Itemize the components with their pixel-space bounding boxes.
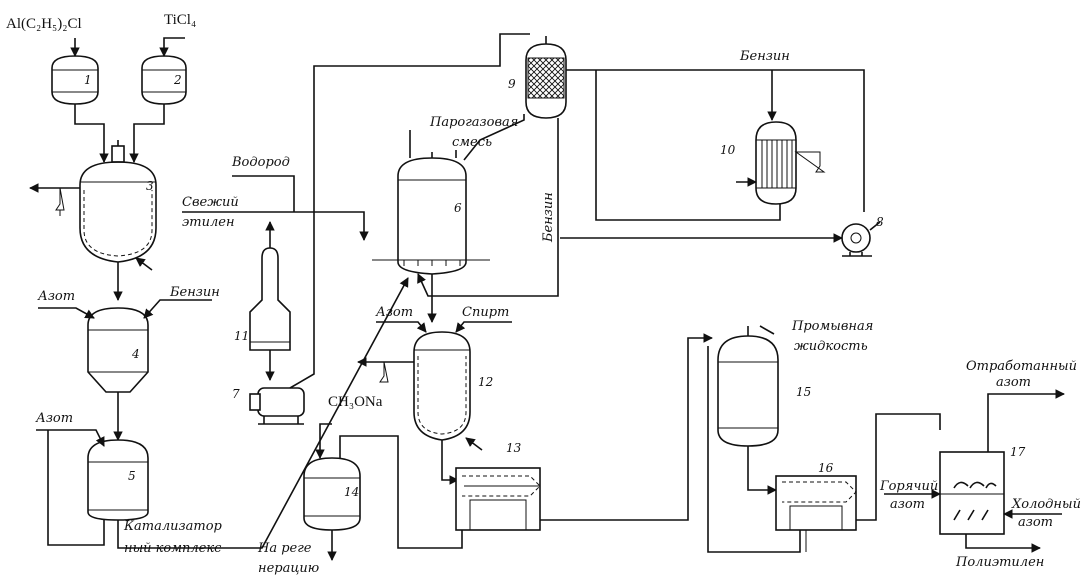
reactor-3-valve — [55, 187, 65, 216]
vessel-2-feed-line — [159, 37, 185, 57]
centrifuge-13 — [455, 467, 541, 531]
wash-liquid-label-2: жидкость — [794, 339, 868, 354]
equipment-number-5: 5 — [128, 469, 136, 483]
cold-nitrogen-label-2: азот — [1018, 515, 1053, 530]
reagent-al-label: Al(C₂H₅)₂Cl — [6, 16, 82, 32]
hot-nitrogen-label-2: азот — [890, 497, 925, 512]
reactor-6 — [372, 130, 490, 275]
nitrogen-4-label: Азот — [37, 289, 75, 304]
equipment-number-6: 6 — [454, 201, 462, 215]
equipment-number-15: 15 — [796, 385, 811, 399]
cooler-bypass-line — [595, 70, 781, 221]
spent-nitrogen-line — [987, 389, 1065, 452]
pump-8 — [841, 223, 872, 257]
benzine-top-label: Бензин — [739, 49, 790, 64]
line-15-to-16 — [747, 446, 777, 495]
equipment-number-2: 2 — [173, 73, 182, 87]
cold-nitrogen-label-1: Холодный — [1011, 497, 1081, 512]
vessel-12-valve — [379, 361, 389, 383]
line-16-to-17 — [856, 413, 941, 521]
benzine-return-line — [566, 69, 865, 212]
compressor-7 — [249, 387, 305, 425]
separator-11 — [249, 247, 291, 351]
polyethylene-label: Полиэтилен — [955, 555, 1044, 570]
pump-8-discharge — [869, 221, 881, 231]
nitrogen-line-4 — [38, 307, 95, 319]
equipment-number-10: 10 — [720, 143, 736, 157]
reagent-methoxide-label: CH₃ONa — [328, 394, 383, 410]
vessel-14 — [303, 457, 361, 531]
benzine-to-6 — [417, 118, 559, 297]
line-12-to-13 — [441, 440, 459, 485]
spent-nitrogen-label-2: азот — [996, 375, 1031, 390]
wash-liquid-line — [759, 325, 775, 335]
equipment-number-12: 12 — [478, 375, 493, 389]
nitrogen-5-label: Азот — [35, 411, 73, 426]
equipment-number-1: 1 — [84, 73, 92, 87]
hydrogen-line — [232, 175, 295, 212]
fresh-ethylene-label-1: Свежий — [182, 195, 239, 210]
regeneration-label-2: нерацию — [258, 561, 319, 576]
equipment-number-17: 17 — [1010, 445, 1026, 459]
spent-nitrogen-label-1: Отработанный — [966, 359, 1077, 374]
vessel-1-tank — [51, 55, 99, 105]
line-1-to-3 — [74, 104, 109, 163]
line-13-to-15 — [540, 333, 713, 521]
polyethylene-outlet — [965, 534, 1041, 553]
benzine-4-label: Бензин — [169, 285, 220, 300]
line-16-wash-return — [707, 346, 801, 553]
vessel-5 — [87, 439, 149, 521]
wash-liquid-label-1: Промывная — [791, 319, 873, 334]
equipment-number-8: 8 — [876, 215, 884, 229]
centrifuge-16 — [775, 475, 857, 531]
equipment-number-3: 3 — [146, 179, 154, 193]
vessel-15 — [717, 326, 779, 447]
line-13-to-14 — [339, 435, 463, 549]
benzine-vertical-label: Бензин — [541, 192, 556, 243]
cooler-10 — [755, 121, 797, 205]
vapor-gas-label-1: Парогазовая — [429, 115, 518, 130]
equipment-number-14: 14 — [344, 485, 359, 499]
equipment-number-7: 7 — [232, 387, 240, 401]
hydrogen-label: Водород — [231, 155, 290, 170]
methoxide-feed-line — [315, 423, 332, 459]
reactor-3 — [79, 140, 157, 263]
alcohol-line-12 — [455, 321, 512, 333]
vessel-5-return-line — [47, 430, 105, 546]
fresh-ethylene-line — [182, 211, 369, 241]
hot-nitrogen-label-1: Горячий — [879, 479, 938, 494]
catalyst-line-to-6 — [117, 277, 409, 549]
benzine-line-4 — [143, 299, 212, 319]
equipment-number-9: 9 — [508, 77, 516, 91]
condenser-9 — [525, 36, 567, 119]
line-2-to-3 — [129, 104, 165, 163]
equipment-number-4: 4 — [131, 347, 140, 361]
catalyst-label-2: ный комплекс — [124, 541, 222, 556]
recycle-gas-line — [289, 33, 530, 389]
nitrogen-line-5 — [36, 429, 105, 447]
nitrogen-line-12 — [376, 321, 427, 333]
equipment-number-16: 16 — [818, 461, 834, 475]
vessel-2-tank — [141, 55, 187, 105]
vapor-gas-label-2: смесь — [452, 135, 492, 150]
reactor-3-jacket-inlet — [135, 257, 153, 271]
nitrogen-12-label: Азот — [375, 305, 413, 320]
equipment-number-11: 11 — [234, 329, 249, 343]
regeneration-label-1: На реге — [257, 541, 312, 556]
equipment-number-13: 13 — [506, 441, 522, 455]
cooler-10-coolant-out — [794, 151, 826, 173]
dryer-17 — [939, 451, 1005, 535]
vessel-12 — [413, 331, 471, 441]
fresh-ethylene-label-2: этилен — [182, 215, 235, 230]
vapor-gas-line — [463, 114, 525, 161]
reagent-ti-label: TiCl₄ — [164, 12, 196, 28]
alcohol-label: Спирт — [462, 305, 509, 320]
catalyst-label-1: Катализатор — [123, 519, 223, 534]
vessel-12-jacket-inlet — [465, 437, 483, 451]
